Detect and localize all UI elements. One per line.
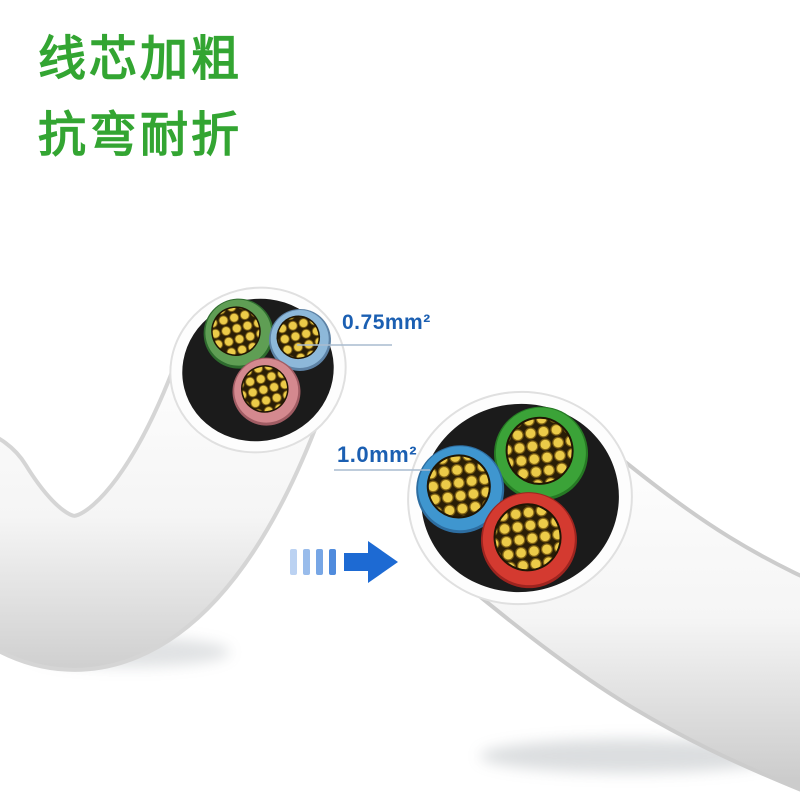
large-cable-face [407, 390, 633, 606]
small-core-blue [268, 308, 331, 371]
small-core-size-label: 0.75mm² [342, 311, 431, 334]
small-core-pink [232, 357, 301, 426]
large-core-red [480, 492, 577, 589]
headline-line-2: 抗弯耐折 [38, 109, 243, 162]
small-cable-face [169, 286, 347, 454]
small-core-green [203, 298, 274, 369]
large-core-green [494, 406, 589, 501]
large-cable [407, 390, 800, 792]
leader-lines [297, 344, 430, 471]
large-core-blue [416, 445, 505, 534]
large-core-size-label: 1.0mm² [337, 442, 418, 467]
headline-line-1: 线芯加粗 [38, 33, 243, 86]
small-cable [0, 286, 347, 672]
headline: 线芯加粗 抗弯耐折 [38, 22, 242, 174]
arrow-icon [290, 541, 398, 583]
